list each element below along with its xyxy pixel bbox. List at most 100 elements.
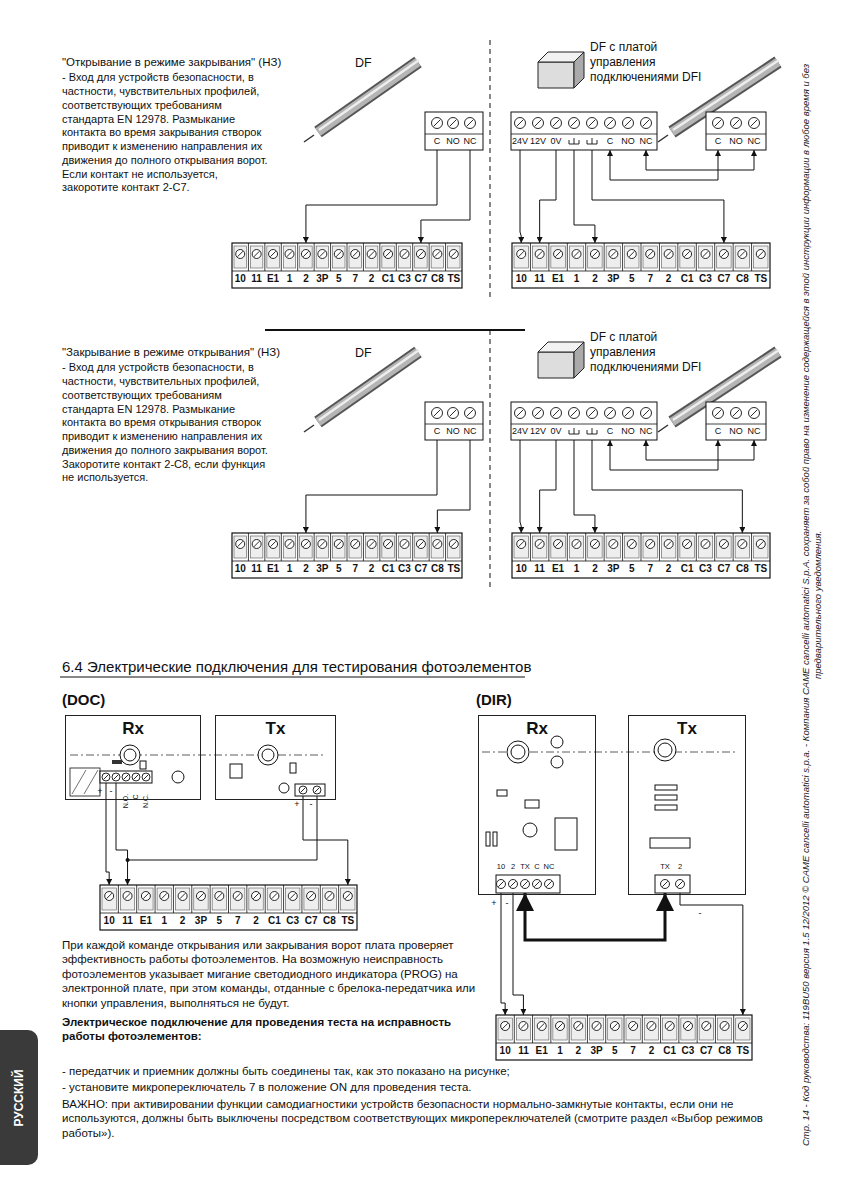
terminal-label: 2 — [576, 1045, 582, 1058]
language-tab: РУССКИЙ — [0, 1030, 38, 1165]
screw-slot — [217, 893, 222, 898]
terminal-block — [496, 875, 560, 893]
terminal-cell — [625, 536, 639, 558]
screw-slot — [553, 410, 560, 417]
stroke — [714, 533, 715, 561]
terminal-screw — [756, 250, 765, 259]
stroke — [412, 243, 413, 271]
terminal-cell — [448, 246, 460, 268]
contact-symbol — [587, 140, 588, 144]
terminal-cell — [569, 246, 583, 268]
terminal-label: 3P — [607, 563, 619, 576]
terminal-screw — [533, 408, 544, 419]
terminal-cell — [680, 536, 694, 558]
stroke — [281, 243, 282, 271]
pin-label: C — [715, 136, 722, 147]
pin-label: C — [607, 426, 614, 437]
screw-slot — [254, 251, 259, 256]
wire — [520, 150, 521, 243]
stroke — [733, 243, 734, 271]
terminal-screw — [713, 408, 724, 419]
section-heading: 6.4 Электрические подключения для тестир… — [62, 658, 531, 677]
terminal-cell — [736, 1018, 750, 1040]
terminal-screw — [587, 118, 598, 129]
wire — [610, 150, 718, 180]
terminal-screw — [252, 540, 261, 549]
screw-slot — [450, 410, 457, 417]
pin-label: NO — [446, 136, 460, 147]
screw-slot — [522, 881, 527, 886]
screw-slot — [677, 881, 682, 886]
terminal-label: 7 — [647, 563, 653, 576]
terminal-screw — [713, 118, 724, 129]
terminal-label: E1 — [140, 915, 152, 928]
terminal-label: C3 — [699, 563, 712, 576]
terminal-screw — [610, 1022, 619, 1031]
stroke — [347, 533, 348, 561]
terminal-screw — [519, 1022, 528, 1031]
terminal-screw — [684, 1022, 693, 1031]
terminal-screw — [252, 892, 261, 901]
screw-slot — [435, 541, 440, 546]
component — [497, 790, 507, 796]
stroke — [314, 533, 315, 561]
terminal-screw — [433, 250, 442, 259]
screw-slot — [721, 251, 726, 256]
lens — [262, 749, 274, 761]
screw-slot — [418, 251, 423, 256]
stroke — [429, 533, 430, 561]
terminal-cell — [431, 246, 443, 268]
terminal-screw — [432, 408, 443, 419]
led — [551, 736, 563, 748]
terminal-cell — [569, 536, 583, 558]
wire — [525, 893, 665, 940]
pin-label: NO — [729, 426, 743, 437]
stroke — [659, 533, 660, 561]
terminal-label: C1 — [382, 563, 395, 576]
resistor — [486, 832, 490, 846]
terminal-screw — [400, 250, 409, 259]
terminal-screw — [141, 892, 150, 901]
terminal-screw — [517, 540, 526, 549]
terminal-screw — [587, 408, 598, 419]
terminal-label: TS — [341, 915, 354, 928]
terminal-screw — [367, 540, 376, 549]
wire — [306, 440, 437, 533]
stroke — [429, 243, 430, 271]
stroke — [301, 885, 302, 913]
terminal-block — [100, 771, 152, 783]
terminal-cell — [249, 888, 263, 910]
terminal-cell — [333, 246, 345, 268]
screw-slot — [535, 410, 542, 417]
diode — [655, 785, 677, 790]
terminal-label: 5 — [336, 273, 342, 286]
terminal-label: TS — [736, 1045, 749, 1058]
stroke — [604, 533, 605, 561]
terminal-label: 10 — [500, 1045, 511, 1058]
board-name: Tx — [216, 719, 335, 739]
pin-label: NO — [621, 136, 635, 147]
terminal-screw — [623, 118, 634, 129]
wire — [646, 150, 754, 170]
terminal-cell — [382, 246, 394, 268]
wire — [128, 796, 317, 860]
terminal-cell — [698, 246, 712, 268]
resistor — [493, 832, 497, 846]
screw-slot — [254, 541, 259, 546]
pin-label: 24V — [512, 136, 528, 147]
screw-slot — [751, 120, 758, 127]
terminal-label: 3P — [607, 273, 619, 286]
stroke — [751, 533, 752, 561]
terminal-strip — [496, 1015, 752, 1060]
terminal-cell — [365, 536, 377, 558]
terminal-label: 2 — [303, 273, 309, 286]
terminal-screw — [236, 540, 245, 549]
stroke — [677, 243, 678, 271]
terminal-block — [655, 875, 690, 893]
terminal-screw — [123, 892, 132, 901]
screw-slot — [320, 251, 325, 256]
terminal-label: 5 — [217, 915, 223, 928]
screw-slot — [180, 893, 185, 898]
stroke — [330, 243, 331, 271]
terminal-screw — [629, 1022, 638, 1031]
